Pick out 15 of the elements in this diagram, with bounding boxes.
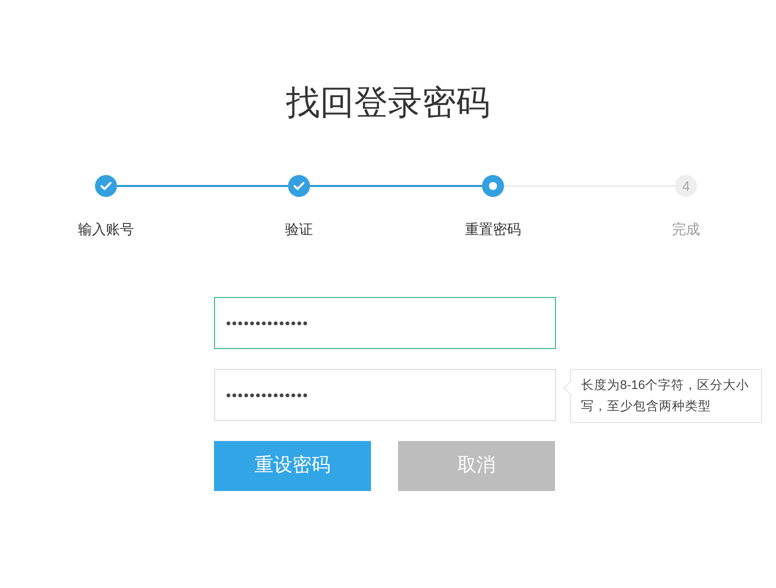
password-field <box>214 369 556 421</box>
cancel-button: 取消 <box>398 441 555 491</box>
masked-password: •••••••••••••• <box>226 386 309 404</box>
step-label: 输入账号 <box>78 220 134 239</box>
progress-line <box>310 185 482 187</box>
password-field <box>214 297 556 349</box>
masked-password: •••••••••••••• <box>226 314 309 332</box>
reset-button: 重设密码 <box>214 441 371 491</box>
progress-line <box>117 185 288 187</box>
step-number: 4 <box>682 179 690 193</box>
page-title: 找回登录密码 <box>285 83 491 124</box>
step-label: 验证 <box>285 220 313 239</box>
step-label: 完成 <box>672 220 700 239</box>
step-label: 重置密码 <box>465 220 521 239</box>
hint-text: 长度为8-16个字符，区分大小写，至少包含两种类型 <box>581 377 750 415</box>
